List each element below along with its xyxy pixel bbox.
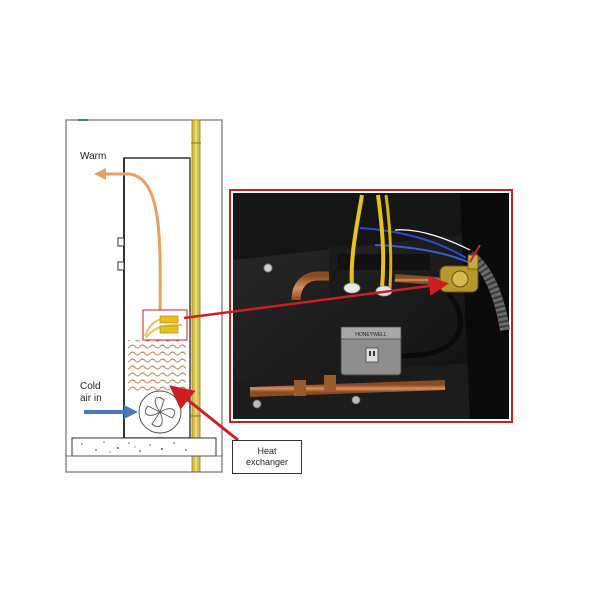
heat-exchanger-line1: Heat: [257, 446, 277, 456]
heat-exchanger-callout-line: [169, 385, 239, 442]
warm-air-arrowhead: [94, 168, 106, 180]
warm-label: Warm: [80, 151, 107, 162]
heat-exchanger: [128, 340, 186, 392]
base-speckles: [81, 441, 187, 453]
heat-exchanger-line2: exchanger: [245, 457, 289, 467]
furnace-bracket-top: [117, 237, 125, 247]
photo-controller-label: HONEYWELL: [355, 332, 387, 338]
valve-photo: HONEYWELL: [233, 193, 510, 419]
cold-air-in-line1: Cold: [80, 381, 101, 392]
cold-air-arrowhead: [124, 405, 138, 419]
heat-exchanger-callout: Heat exchanger: [232, 440, 302, 474]
valve-callout-line: [183, 276, 449, 320]
cold-air-in-label: Cold air in: [80, 381, 102, 405]
base-pad: [71, 437, 217, 457]
heat-exchanger-label: Heat exchanger: [233, 446, 301, 468]
diagram-gas-valve-2: [159, 325, 179, 334]
warm-air-path: [102, 172, 162, 336]
furnace-bracket-bottom: [117, 261, 125, 271]
fan-icon: [138, 390, 182, 434]
cold-air-in-line2: air in: [80, 393, 102, 404]
base-bottom-line: [65, 455, 223, 473]
diagram-gas-valve: [159, 315, 179, 324]
